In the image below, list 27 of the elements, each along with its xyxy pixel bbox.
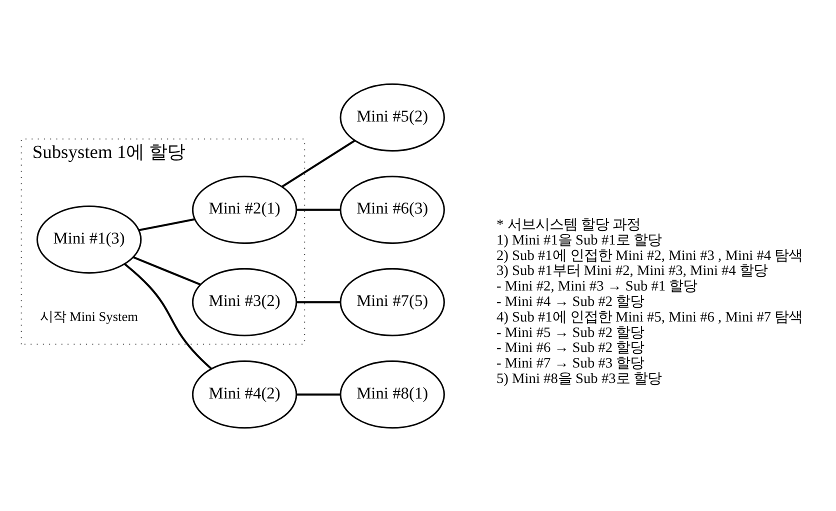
label: 3) Sub #1부터 Mini #2, Mini #3, Mini #4 할당 bbox=[496, 262, 768, 279]
label: 2) Sub #1에 인접한 Mini #2, Mini #3 , Mini #4 탐색 bbox=[496, 247, 803, 264]
node-ellipse: Mini #6(3) bbox=[340, 175, 445, 244]
node-ellipse: Mini #2(1) bbox=[192, 175, 298, 244]
connector bbox=[132, 256, 201, 286]
node-label: 시작 Mini System bbox=[40, 308, 138, 324]
label: - Mini #4 → Sub #2 할당 bbox=[496, 293, 644, 310]
node-ellipse: Mini #7(5) bbox=[340, 268, 445, 336]
label: 1) Mini #1을 Sub #1로 할당 bbox=[496, 232, 662, 248]
label: 5) Mini #8을 Sub #3로 할당 bbox=[496, 370, 662, 386]
label: * 서브시스템 할당 과정 bbox=[496, 216, 640, 233]
connector bbox=[296, 300, 340, 303]
connector bbox=[138, 218, 195, 231]
node-ellipse: Mini #5(2) bbox=[340, 82, 445, 152]
node-ellipse: Mini #1(3) bbox=[36, 204, 142, 274]
label: - Mini #2, Mini #3 → Sub #1 할당 bbox=[496, 278, 698, 294]
connector bbox=[282, 139, 356, 187]
label: - Mini #6 → Sub #2 할당 bbox=[496, 340, 644, 356]
label: 4) Sub #1에 인접한 Mini #5, Mini #6 , Mini #7 탐색 bbox=[496, 308, 803, 325]
connector bbox=[296, 208, 340, 210]
label: - Mini #5 → Sub #2 할당 bbox=[496, 324, 644, 340]
connector bbox=[124, 262, 212, 369]
connector bbox=[296, 393, 340, 396]
node-ellipse: Mini #3(2) bbox=[192, 268, 298, 336]
node-ellipse: Mini #8(1) bbox=[340, 360, 445, 428]
node-ellipse: Mini #4(2) bbox=[192, 360, 298, 428]
label: - Mini #7 → Sub #3 할당 bbox=[496, 355, 644, 372]
